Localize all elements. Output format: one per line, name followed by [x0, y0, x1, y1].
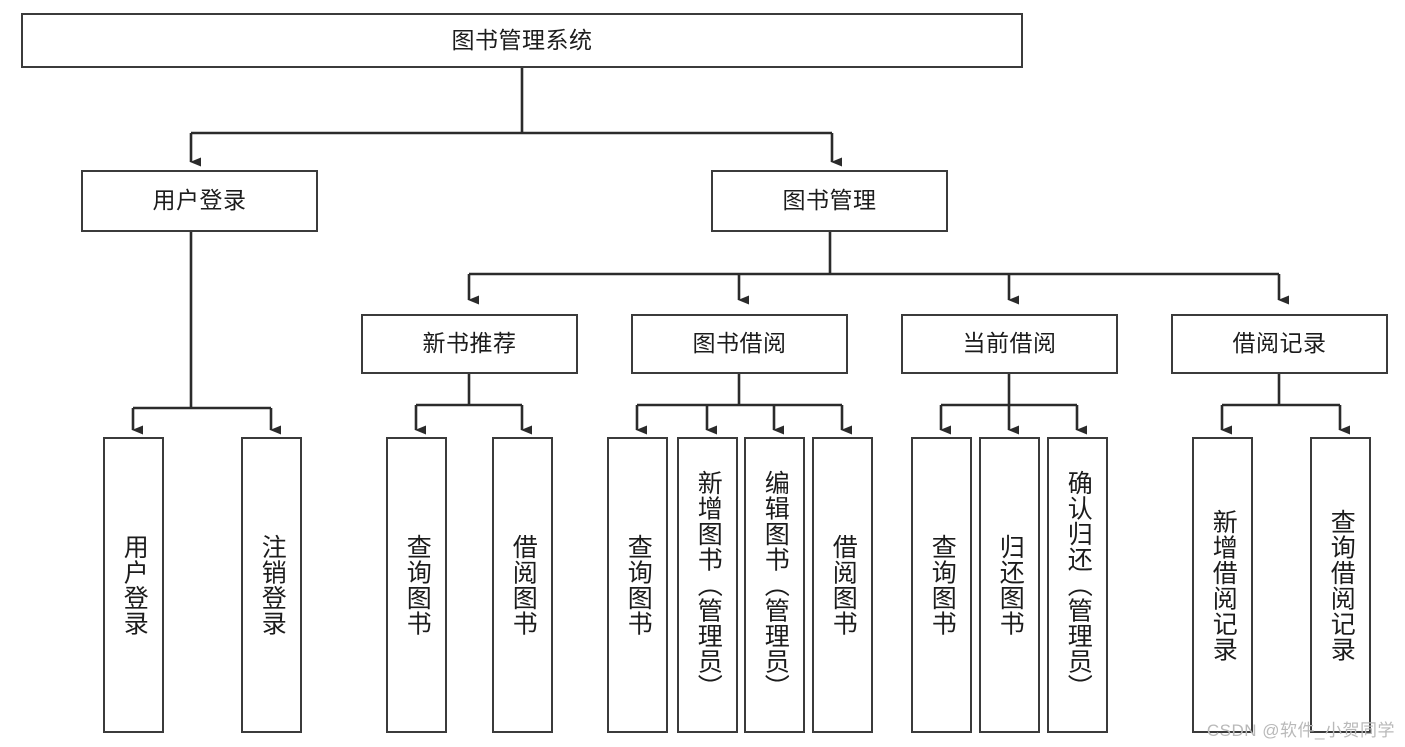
- leaf-query-record-label: 查询借阅记录: [1327, 508, 1356, 662]
- node-borrow-record[interactable]: 借阅记录: [1171, 314, 1388, 374]
- node-borrow-record-label: 借阅记录: [1232, 330, 1327, 357]
- leaf-borrow-book-1-label: 借阅图书: [509, 534, 538, 636]
- leaf-return-book[interactable]: 归还图书: [979, 437, 1040, 733]
- leaf-add-book-label: 新增图书（管理员）: [694, 470, 723, 700]
- node-book-management[interactable]: 图书管理: [711, 170, 948, 232]
- leaf-add-record-label: 新增借阅记录: [1209, 508, 1238, 662]
- node-root-label: 图书管理系统: [451, 26, 593, 53]
- leaf-add-book[interactable]: 新增图书（管理员）: [677, 437, 738, 733]
- leaf-user-logout-label: 注销登录: [258, 534, 287, 636]
- leaf-edit-book-label: 编辑图书（管理员）: [761, 470, 790, 700]
- leaf-add-record[interactable]: 新增借阅记录: [1192, 437, 1253, 733]
- leaf-borrow-book-1[interactable]: 借阅图书: [492, 437, 553, 733]
- leaf-user-logout[interactable]: 注销登录: [241, 437, 302, 733]
- node-book-management-label: 图书管理: [782, 187, 877, 214]
- leaf-query-book-1-label: 查询图书: [403, 534, 432, 636]
- leaf-confirm-return-label: 确认归还（管理员）: [1064, 470, 1093, 700]
- node-user-login-label: 用户登录: [152, 187, 247, 214]
- leaf-borrow-book-2-label: 借阅图书: [829, 534, 858, 636]
- leaf-query-book-3-label: 查询图书: [928, 534, 957, 636]
- node-book-borrow-label: 图书借阅: [692, 330, 787, 357]
- node-root[interactable]: 图书管理系统: [21, 13, 1023, 68]
- leaf-return-book-label: 归还图书: [996, 534, 1025, 636]
- csdn-watermark: CSDN @软件_小贺同学: [1206, 721, 1395, 740]
- leaf-query-book-2[interactable]: 查询图书: [607, 437, 668, 733]
- leaf-user-login-label: 用户登录: [120, 534, 149, 636]
- node-current-borrow[interactable]: 当前借阅: [901, 314, 1118, 374]
- node-current-borrow-label: 当前借阅: [962, 330, 1057, 357]
- node-new-book-recommend-label: 新书推荐: [422, 330, 517, 357]
- leaf-edit-book[interactable]: 编辑图书（管理员）: [744, 437, 805, 733]
- leaf-query-book-2-label: 查询图书: [624, 534, 653, 636]
- leaf-borrow-book-2[interactable]: 借阅图书: [812, 437, 873, 733]
- node-book-borrow[interactable]: 图书借阅: [631, 314, 848, 374]
- leaf-query-book-1[interactable]: 查询图书: [386, 437, 447, 733]
- leaf-confirm-return[interactable]: 确认归还（管理员）: [1047, 437, 1108, 733]
- leaf-query-book-3[interactable]: 查询图书: [911, 437, 972, 733]
- node-new-book-recommend[interactable]: 新书推荐: [361, 314, 578, 374]
- node-user-login[interactable]: 用户登录: [81, 170, 318, 232]
- leaf-user-login[interactable]: 用户登录: [103, 437, 164, 733]
- leaf-query-record[interactable]: 查询借阅记录: [1310, 437, 1371, 733]
